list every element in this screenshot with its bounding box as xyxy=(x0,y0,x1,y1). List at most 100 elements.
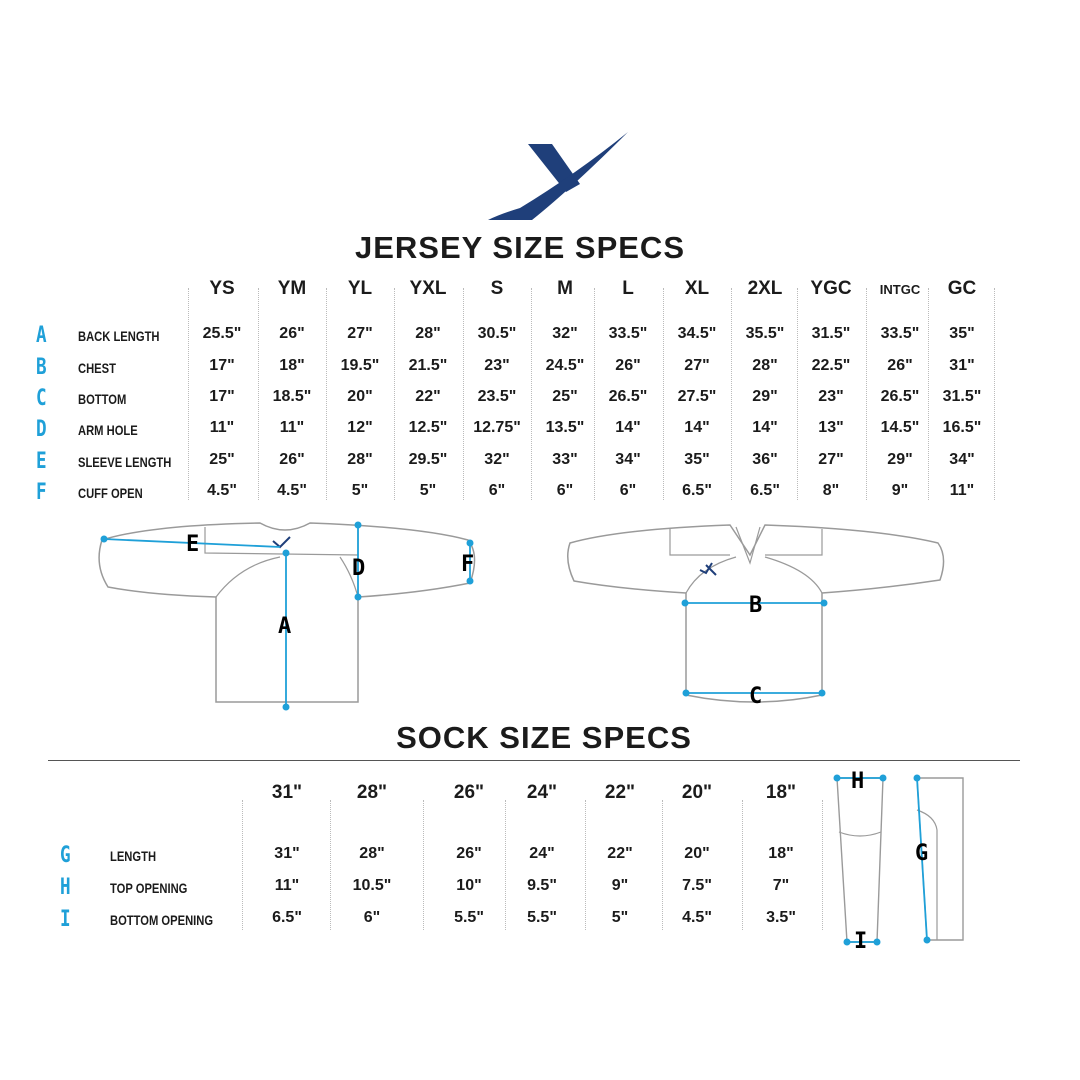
column-divider xyxy=(822,800,823,930)
sock-cell: 6" xyxy=(363,909,381,926)
jersey-cell: 26.5" xyxy=(880,388,920,405)
jersey-cell: 28" xyxy=(347,451,373,468)
sock-cell: 9.5" xyxy=(527,877,557,894)
sock-cell: 7" xyxy=(772,877,790,894)
sock-cell: 20" xyxy=(684,845,710,862)
column-divider xyxy=(423,800,424,930)
column-divider xyxy=(928,288,929,500)
column-divider xyxy=(326,288,327,500)
jersey-cell: 28" xyxy=(415,325,441,342)
jersey-row-letter: E xyxy=(36,449,47,474)
sock-cell: 3.5" xyxy=(766,909,796,926)
jersey-cell: 29" xyxy=(752,388,778,405)
jersey-row-label: CHEST xyxy=(78,360,116,376)
diagram-label-a: A xyxy=(278,614,291,639)
diagram-label-f: F xyxy=(461,552,474,577)
jersey-cell: 14" xyxy=(752,419,778,436)
jersey-cell: 27.5" xyxy=(677,388,717,405)
jersey-row-letter: C xyxy=(36,386,47,411)
jersey-row-letter: A xyxy=(36,323,47,348)
sock-cell: 5.5" xyxy=(454,909,484,926)
jersey-cell: 31.5" xyxy=(942,388,982,405)
sock-row-label: LENGTH xyxy=(110,848,157,864)
jersey-row-letter: B xyxy=(36,355,47,380)
jersey-row-label: ARM HOLE xyxy=(78,422,138,438)
jersey-cell: 36" xyxy=(752,451,778,468)
sock-cell: 31" xyxy=(274,845,300,862)
jersey-cell: 25" xyxy=(552,388,578,405)
jersey-row-label: BOTTOM xyxy=(78,391,127,407)
jersey-cell: 13" xyxy=(818,419,844,436)
column-divider xyxy=(188,288,189,500)
jersey-cell: 8" xyxy=(822,482,840,499)
jersey-size-header: L xyxy=(622,278,634,299)
sock-cell: 22" xyxy=(607,845,633,862)
jersey-cell: 19.5" xyxy=(340,357,380,374)
jersey-size-header: YL xyxy=(347,278,373,299)
diagram-label-h: H xyxy=(851,770,864,794)
sock-size-specs-title: SOCK SIZE SPECS xyxy=(396,720,692,755)
jersey-size-header: YXL xyxy=(409,278,447,299)
sock-cell: 10" xyxy=(456,877,482,894)
column-divider xyxy=(531,288,532,500)
column-divider xyxy=(505,800,506,930)
sock-cell: 10.5" xyxy=(352,877,392,894)
jersey-cell: 23" xyxy=(818,388,844,405)
sock-cell: 11" xyxy=(274,877,300,894)
jersey-cell: 18" xyxy=(279,357,305,374)
jersey-cell: 25.5" xyxy=(202,325,242,342)
jersey-cell: 9" xyxy=(891,482,909,499)
jersey-cell: 14.5" xyxy=(880,419,920,436)
jersey-cell: 33.5" xyxy=(880,325,920,342)
sock-cell: 5.5" xyxy=(527,909,557,926)
jersey-cell: 21.5" xyxy=(408,357,448,374)
jersey-cell: 4.5" xyxy=(207,482,237,499)
jersey-cell: 30.5" xyxy=(477,325,517,342)
jersey-size-header: INTGC xyxy=(879,282,921,297)
jersey-cell: 20" xyxy=(347,388,373,405)
jersey-size-header: YGC xyxy=(810,278,852,299)
column-divider xyxy=(663,288,664,500)
jersey-size-specs-title: JERSEY SIZE SPECS xyxy=(355,230,685,265)
jersey-cell: 6" xyxy=(556,482,574,499)
jersey-cell: 23" xyxy=(484,357,510,374)
jersey-cell: 6" xyxy=(488,482,506,499)
sock-row-letter: I xyxy=(60,907,71,932)
jersey-cell: 24.5" xyxy=(545,357,585,374)
jersey-cell: 26" xyxy=(615,357,641,374)
jersey-cell: 14" xyxy=(684,419,710,436)
sock-row-label: TOP OPENING xyxy=(110,880,188,896)
jersey-cell: 11" xyxy=(949,482,975,499)
jersey-row-letter: D xyxy=(36,417,47,442)
jersey-cell: 17" xyxy=(209,388,235,405)
jersey-cell: 4.5" xyxy=(277,482,307,499)
sock-row-letter: H xyxy=(60,875,71,900)
jersey-cell: 31" xyxy=(949,357,975,374)
sock-cell: 6.5" xyxy=(272,909,302,926)
jersey-cell: 28" xyxy=(752,357,778,374)
jersey-cell: 18.5" xyxy=(272,388,312,405)
jersey-cell: 33.5" xyxy=(608,325,648,342)
jersey-size-header: 2XL xyxy=(747,278,783,299)
sock-cell: 18" xyxy=(768,845,794,862)
jersey-size-header: S xyxy=(490,278,504,299)
jersey-cell: 6" xyxy=(619,482,637,499)
jersey-cell: 26" xyxy=(279,451,305,468)
jersey-cell: 34.5" xyxy=(677,325,717,342)
jersey-cell: 27" xyxy=(684,357,710,374)
column-divider xyxy=(742,800,743,930)
jersey-cell: 6.5" xyxy=(750,482,780,499)
diagram-label-e: E xyxy=(186,532,199,557)
column-divider xyxy=(330,800,331,930)
jersey-cell: 23.5" xyxy=(477,388,517,405)
jersey-cell: 13.5" xyxy=(545,419,585,436)
diagram-label-d: D xyxy=(352,556,365,581)
jersey-cell: 34" xyxy=(949,451,975,468)
jersey-back-diagram: E A D F xyxy=(98,521,476,711)
column-divider xyxy=(394,288,395,500)
jersey-cell: 22" xyxy=(415,388,441,405)
jersey-cell: 29" xyxy=(887,451,913,468)
jersey-row-letter: F xyxy=(36,480,47,505)
jersey-cell: 14" xyxy=(615,419,641,436)
sock-cell: 24" xyxy=(529,845,555,862)
